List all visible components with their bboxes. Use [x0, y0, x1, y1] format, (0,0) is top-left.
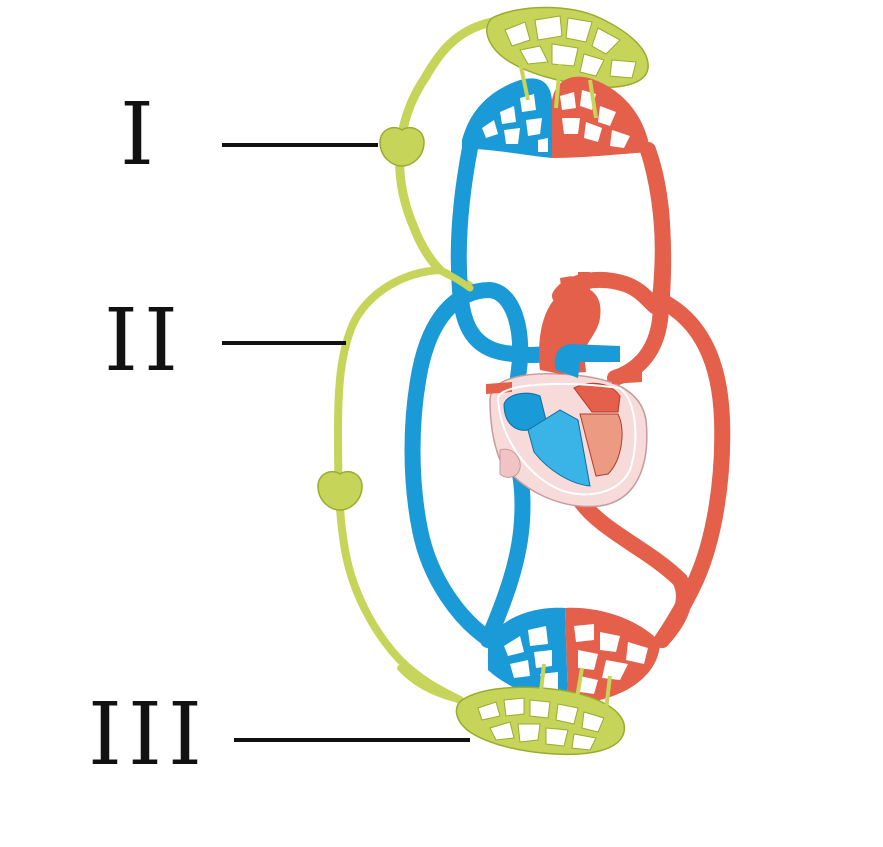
lower-artery-outer-loop	[652, 292, 731, 648]
left-ventricle	[579, 413, 623, 477]
leader-line-iii	[234, 738, 470, 742]
leader-line-i	[222, 143, 378, 147]
right-ventricle	[527, 409, 591, 487]
upper-capillary-mesh	[482, 90, 630, 152]
duct-entry	[436, 266, 474, 292]
heart	[486, 272, 648, 508]
label-iii: III	[88, 685, 208, 785]
aortic-arch	[539, 287, 601, 374]
upper-lymph-node	[379, 126, 425, 167]
label-ii: II	[104, 291, 184, 391]
lower-lymph-mesh	[477, 697, 605, 751]
pulmonary-vein-left	[486, 382, 512, 394]
leader-line-ii	[222, 341, 346, 345]
label-i: I	[120, 85, 160, 185]
pulmonary-trunk	[554, 344, 620, 378]
aortic-branch-2	[578, 272, 590, 292]
lower-lymph-node	[317, 470, 363, 511]
pulmonary-vein-right	[612, 372, 642, 384]
upper-artery-descending	[607, 142, 672, 386]
inferior-vena-cava-loop	[404, 281, 529, 648]
upper-lymph-mesh	[504, 15, 637, 79]
right-atrium-appendage	[499, 448, 521, 478]
heart-inner-outline	[496, 382, 637, 496]
lower-vein-branch	[480, 448, 531, 648]
upper-lymph-drainage	[518, 61, 598, 119]
lower-lymph-drainage	[538, 663, 612, 711]
aortic-branch-1	[560, 276, 574, 296]
